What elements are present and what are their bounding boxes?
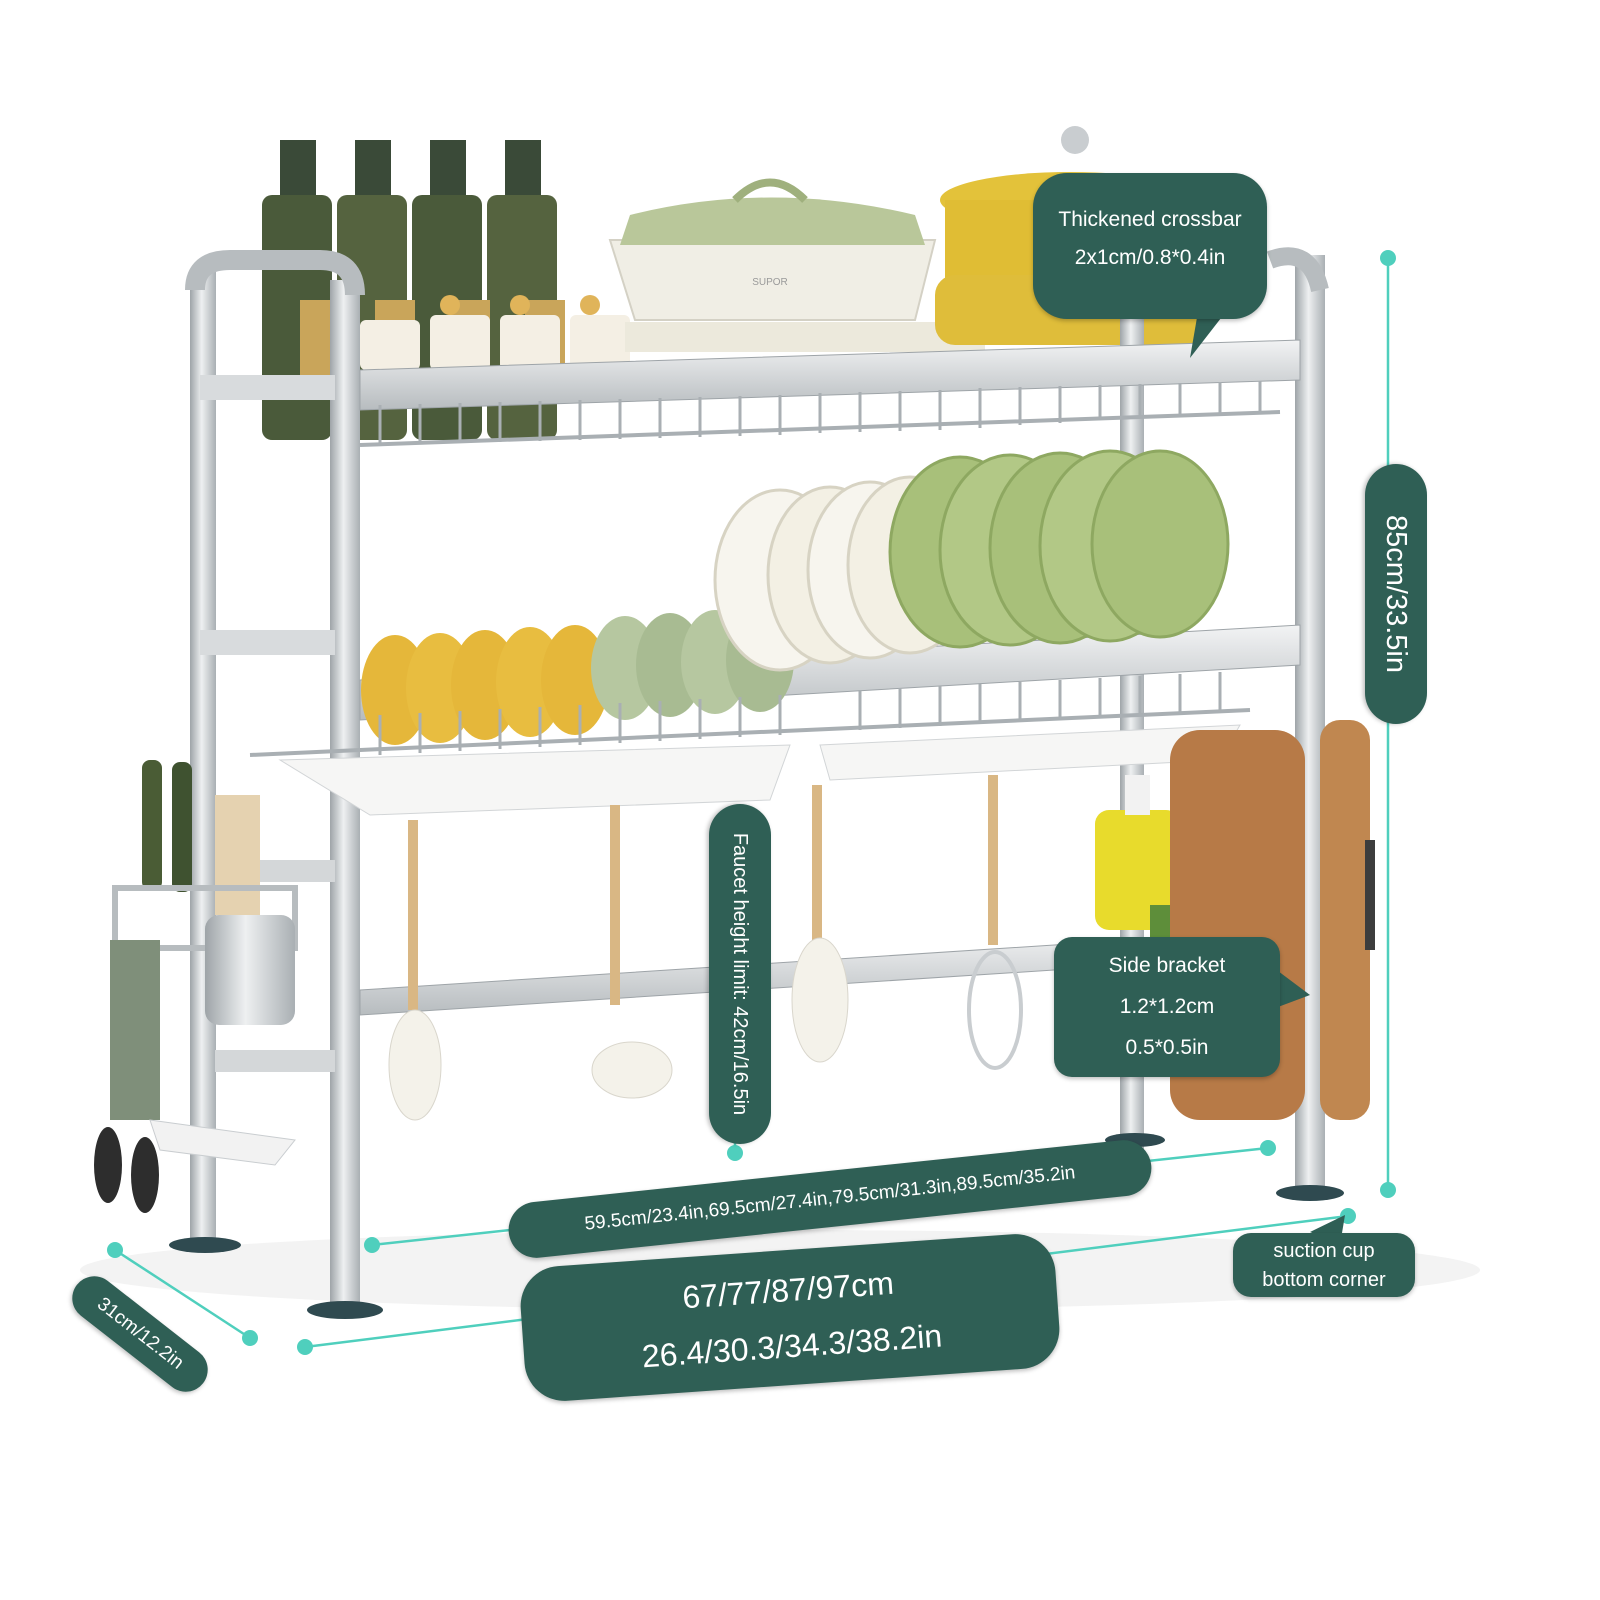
baking-dish: SUPOR <box>608 178 985 352</box>
side-bracket-callout-cm: 1.2*1.2cm <box>1119 995 1215 1018</box>
side-bracket-callout: Side bracket 1.2*1.2cm 0.5*0.5in <box>1054 937 1280 1077</box>
crossbar-callout-title: Thickened crossbar <box>1058 208 1242 231</box>
hanging-utensils <box>388 775 1023 1121</box>
depth-dimension-line <box>114 1248 251 1340</box>
suction-cup-callout-line2: bottom corner <box>1262 1269 1386 1291</box>
side-bracket-callout-tail <box>1270 965 1310 1010</box>
dish-brand-text: SUPOR <box>752 277 788 288</box>
suction-cup-callout: suction cup bottom corner <box>1233 1233 1415 1297</box>
faucet-height-label: Faucet height limit: 42cm/16.5in <box>709 804 771 1144</box>
soap-bottle <box>1095 775 1210 940</box>
top-basket <box>359 381 1281 447</box>
faucet-height-text: Faucet height limit: 42cm/16.5in <box>729 832 751 1116</box>
crossbar-callout: Thickened crossbar 2x1cm/0.8*0.4in <box>1033 173 1267 319</box>
side-bracket-callout-title: Side bracket <box>1108 954 1226 977</box>
side-bracket-callout-in: 0.5*0.5in <box>1125 1036 1209 1059</box>
plates <box>713 449 1230 672</box>
height-dimension-text: 85cm/33.5in <box>1380 515 1412 673</box>
bowls <box>361 608 794 745</box>
height-dimension-label: 85cm/33.5in <box>1365 464 1427 724</box>
drip-trays <box>278 724 1241 816</box>
middle-basket <box>249 672 1251 757</box>
spice-jars <box>360 295 630 370</box>
cutlery-holder <box>94 760 298 1213</box>
suction-cup-callout-line1: suction cup <box>1273 1240 1375 1262</box>
crossbar-callout-size: 2x1cm/0.8*0.4in <box>1074 246 1226 269</box>
